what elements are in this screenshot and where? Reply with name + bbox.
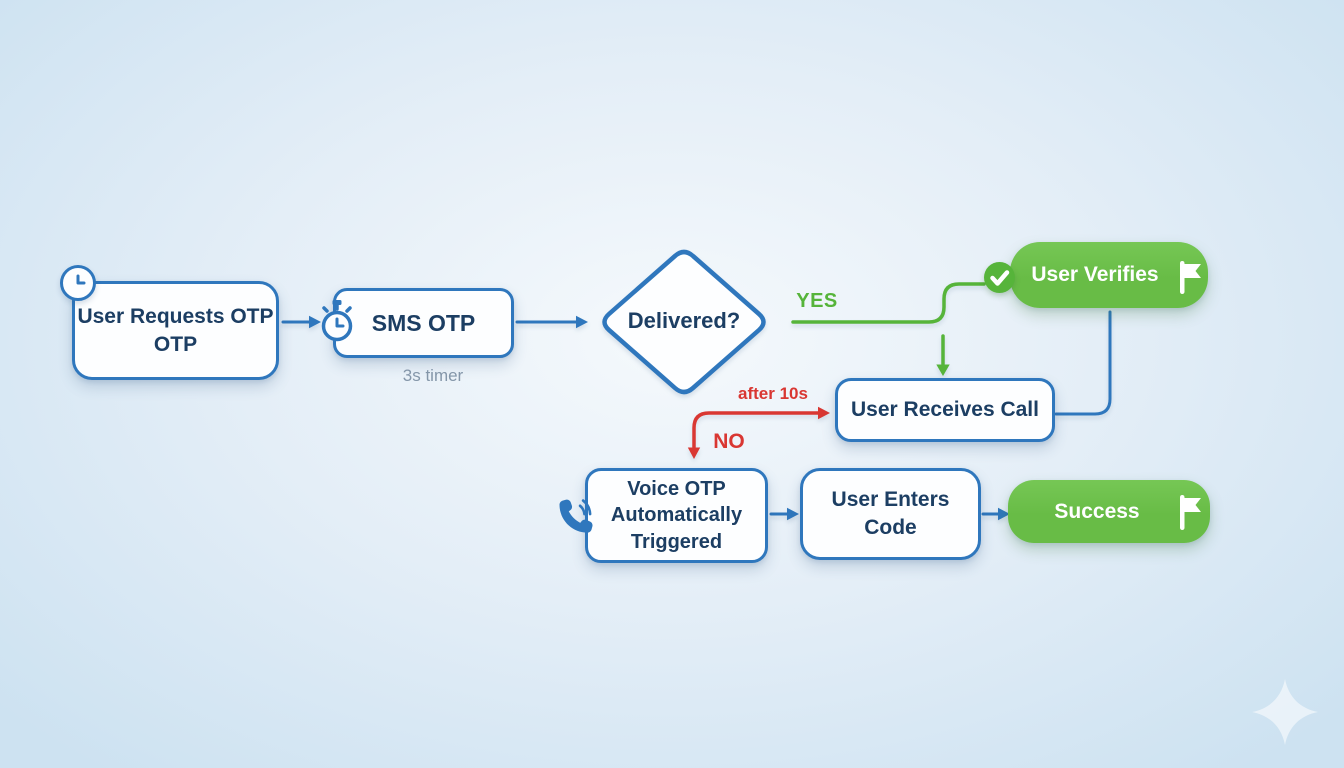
edge-decision-yes (791, 282, 986, 324)
decision-diamond-shape (602, 249, 766, 395)
node-user-enters-code-label: User Enters Code (831, 488, 950, 539)
arrowhead-enters-to-success (998, 507, 1010, 521)
node-voice-otp: Voice OTP Automatically Triggered (585, 468, 768, 563)
arrowhead-sms-to-decision (576, 315, 588, 329)
node-user-verifies-label: User Verifies (1031, 263, 1159, 287)
arrowhead-yes-to-receives-call (936, 364, 950, 376)
node-delivered-decision: Delivered? (610, 303, 758, 339)
arrowhead-request-to-sms (309, 315, 321, 329)
edge-label-after-10s: after 10s (738, 384, 808, 403)
sparkle-icon (1249, 676, 1321, 748)
arrowhead-after-10s-to-receives-call (818, 406, 830, 420)
node-user-receives-call-label: User Receives Call (851, 398, 1039, 422)
node-success-label: Success (1054, 499, 1140, 523)
node-user-receives-call: User Receives Call (835, 378, 1055, 442)
arrowhead-no-to-voice (687, 447, 701, 459)
node-sms-otp-label: SMS OTP (371, 309, 476, 336)
node-user-requests-otp: User Requests OTP OTP (72, 281, 279, 380)
edge-label-yes: YES (796, 290, 838, 312)
node-user-enters-code: User Enters Code (800, 468, 981, 560)
check-circle-icon (984, 262, 1015, 293)
edge-decision-no (692, 411, 821, 449)
arrowhead-voice-to-enters (787, 507, 799, 521)
node-user-requests-otp-label: User Requests OTP OTP (77, 304, 274, 356)
phone-icon (556, 494, 598, 536)
sms-timer-caption: 3s timer (402, 366, 464, 385)
flag-icon (1172, 258, 1202, 296)
flag-icon (1172, 492, 1202, 532)
edge-label-no: NO (713, 430, 745, 453)
clock-icon (60, 265, 96, 301)
node-sms-otp: SMS OTP (333, 288, 514, 358)
node-delivered-label: Delivered? (627, 308, 741, 334)
node-user-verifies: User Verifies (1010, 242, 1208, 308)
node-voice-otp-label: Voice OTP Automatically Triggered (610, 477, 743, 553)
edge-verify-to-receives-call (1054, 310, 1112, 416)
node-success: Success (1008, 480, 1210, 543)
stopwatch-icon (315, 297, 359, 349)
